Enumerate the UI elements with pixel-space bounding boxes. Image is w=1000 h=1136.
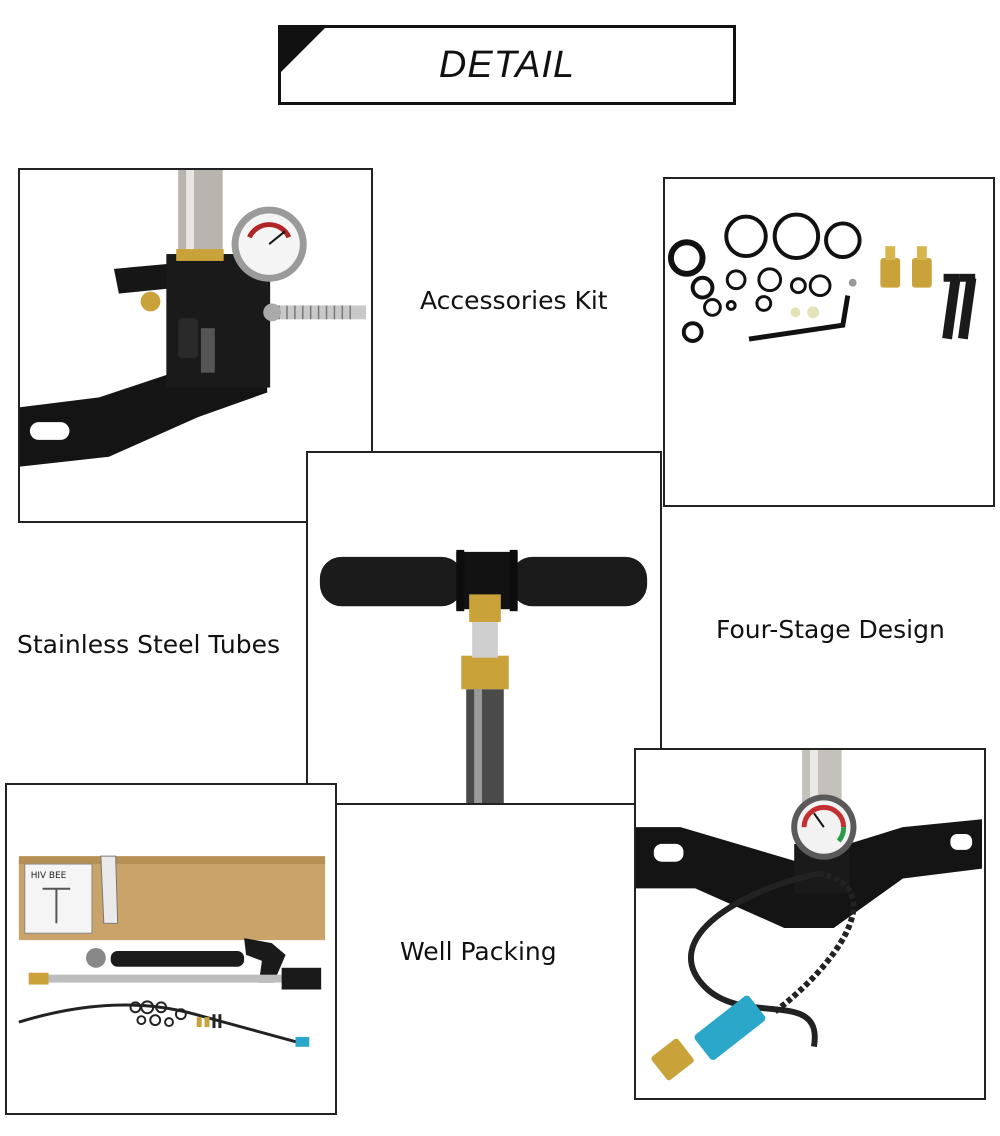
detail-header: DETAIL bbox=[278, 25, 736, 105]
label-four-stage-design: Four-Stage Design bbox=[716, 615, 945, 644]
label-accessories-kit: Accessories Kit bbox=[420, 286, 608, 315]
corner-triangle-decoration bbox=[281, 28, 325, 72]
well-packing-photo: HIV BEE bbox=[5, 783, 337, 1115]
handle-tubes-photo bbox=[306, 451, 662, 805]
accessories-kit-photo bbox=[663, 177, 995, 507]
label-well-packing: Well Packing bbox=[400, 937, 557, 966]
box-brand-text: HIV BEE bbox=[31, 871, 67, 881]
page-title: DETAIL bbox=[438, 43, 576, 86]
hose-gauge-photo bbox=[634, 748, 986, 1100]
label-stainless-steel-tubes: Stainless Steel Tubes bbox=[17, 630, 281, 659]
